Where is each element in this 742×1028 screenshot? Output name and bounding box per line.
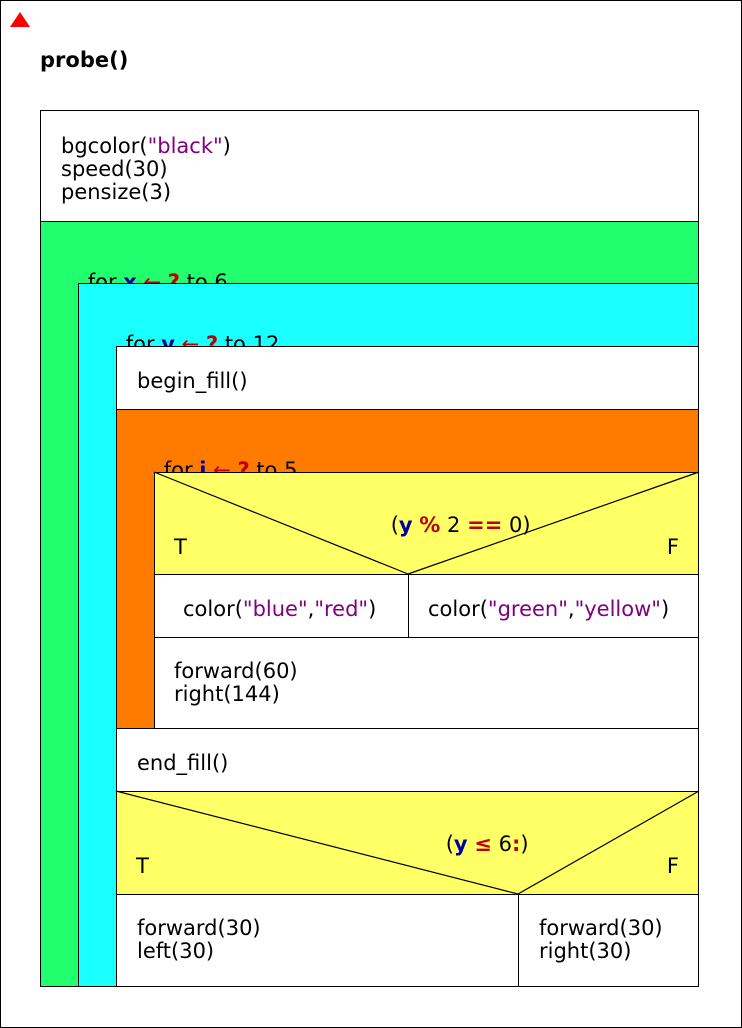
begin-fill-block: begin_fill() [116, 346, 699, 410]
condition-2-false-label: F [666, 854, 679, 878]
end-fill-block: end_fill() [116, 728, 699, 792]
condition-1-left-diagonal [153, 471, 409, 575]
color-blue-red: color("blue","red") [183, 597, 377, 621]
condition-1-true-label: T [174, 535, 187, 559]
condition-2-true-label: T [136, 854, 149, 878]
init-block: bgcolor("black") speed(30) pensize(3) [40, 110, 699, 222]
init-line-1: bgcolor("black") [61, 134, 231, 158]
condition-2-expression: (y ≤ 6:) [445, 832, 529, 856]
condition-2-true-branch: forward(30) left(30) [116, 894, 519, 987]
condition-2-left-diagonal [115, 790, 519, 895]
forward-30-right: forward(30) [539, 916, 663, 940]
function-title: probe() [40, 48, 129, 72]
forward-60: forward(60) [174, 659, 298, 683]
init-line-3: pensize(3) [61, 180, 172, 204]
condition-1-block: (y % 2 == 0) T F [154, 472, 699, 575]
left-30: left(30) [137, 939, 215, 963]
begin-fill-text: begin_fill() [137, 369, 248, 393]
init-line-2: speed(30) [61, 157, 168, 181]
condition-2-false-branch: forward(30) right(30) [518, 894, 699, 987]
condition-2-right-diagonal [517, 790, 700, 895]
condition-1-expression: (y % 2 == 0) [390, 513, 531, 537]
condition-1-right-diagonal [407, 471, 700, 575]
condition-1-true-branch: color("blue","red") [154, 574, 409, 638]
end-fill-text: end_fill() [137, 751, 229, 775]
move-block: forward(60) right(144) [154, 637, 699, 729]
condition-2-block: (y ≤ 6:) T F [116, 791, 699, 895]
right-30: right(30) [539, 939, 632, 963]
color-green-yellow: color("green","yellow") [428, 597, 670, 621]
condition-1-false-branch: color("green","yellow") [408, 574, 699, 638]
right-144: right(144) [174, 682, 280, 706]
warning-triangle-icon [10, 12, 30, 27]
condition-1-false-label: F [666, 535, 679, 559]
forward-30-left: forward(30) [137, 916, 261, 940]
